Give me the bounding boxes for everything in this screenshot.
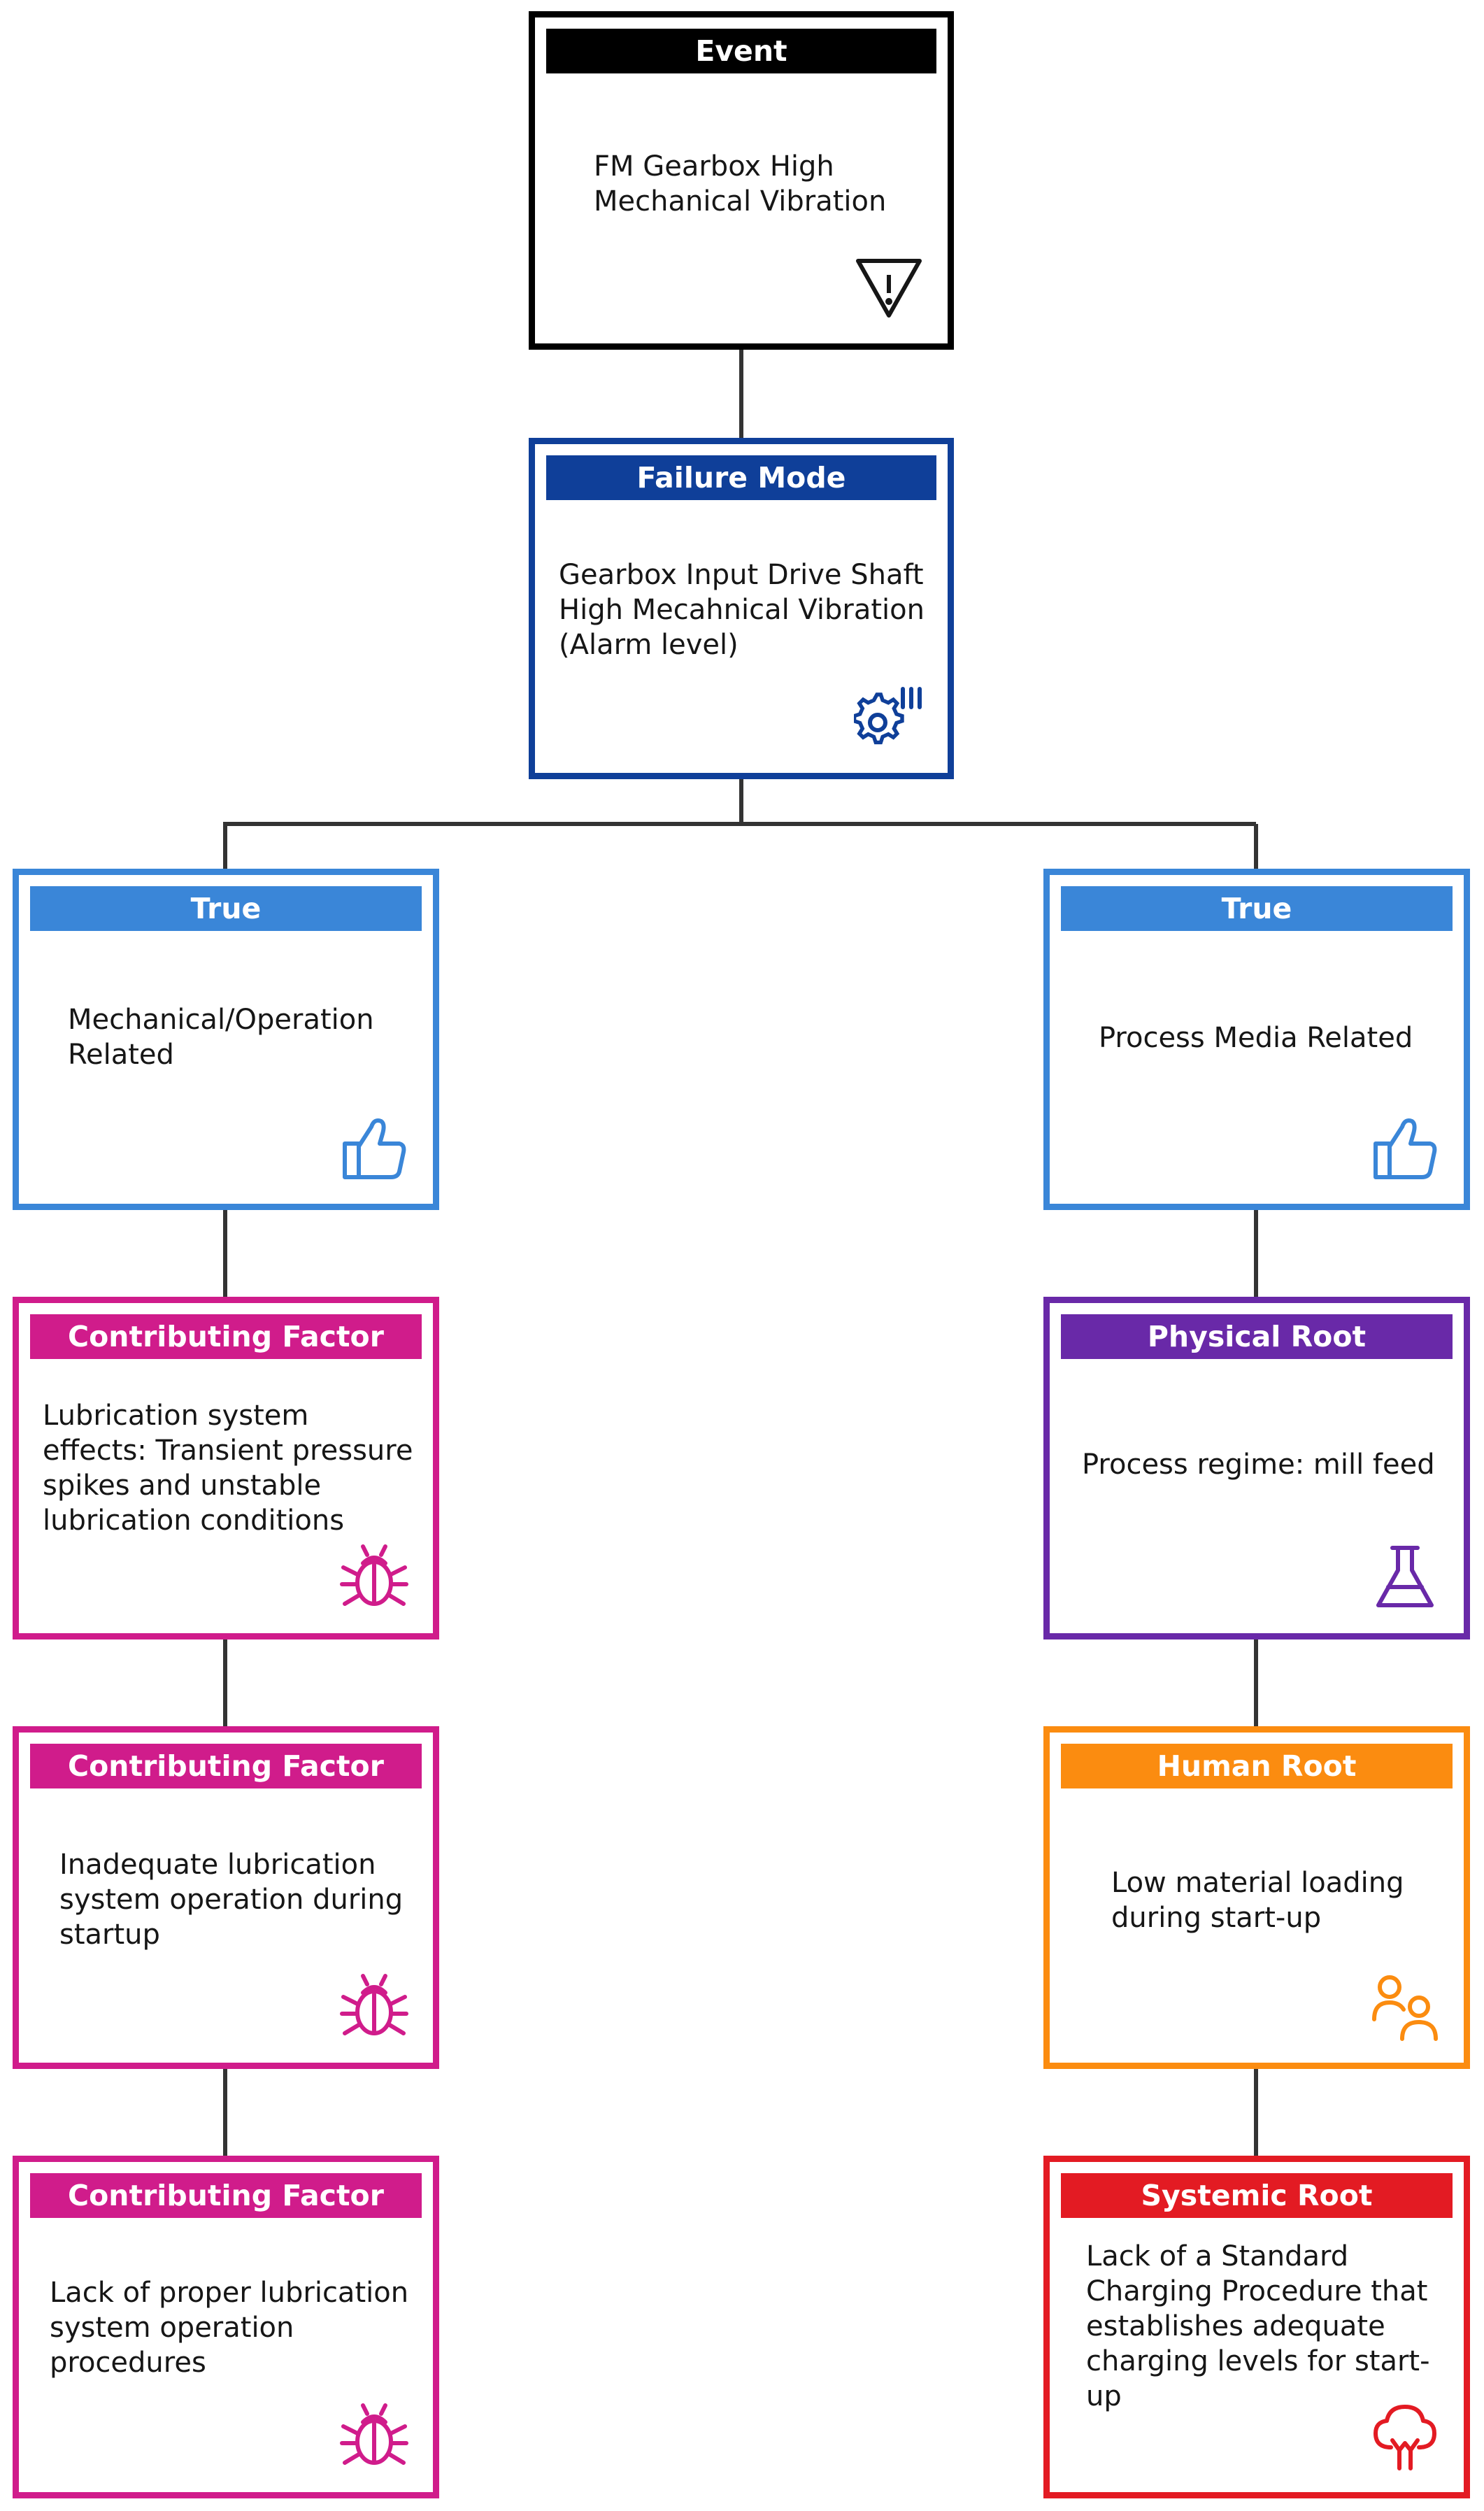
human-root-node: Human Root Low material loading during s… [1043,1726,1470,2069]
contributing-factor-node-2: Contributing Factor Inadequate lubricati… [13,1726,439,2069]
node-header: Physical Root [1061,1314,1453,1359]
node-header: True [30,886,422,931]
node-header: True [1061,886,1453,931]
contributing-factor-node-3: Contributing Factor Lack of proper lubri… [13,2156,439,2498]
node-text: Lubrication system effects: Transient pr… [43,1400,413,1537]
tree-icon [1370,2401,1440,2471]
event-node: Event FM Gearbox High Mechanical Vibrati… [529,11,954,350]
node-header: Contributing Factor [30,2173,422,2218]
node-text: Gearbox Input Drive Shaft High Mecahnica… [559,559,925,661]
node-header: Failure Mode [546,455,936,500]
node-text: Inadequate lubrication system operation … [59,1849,404,1951]
physical-root-node: Physical Root Process regime: mill feed [1043,1297,1470,1639]
systemic-root-node: Systemic Root Lack of a Standard Chargin… [1043,2156,1470,2498]
warning-triangle-icon [854,252,924,322]
bug-icon [339,2401,409,2471]
thumbs-up-icon [339,1113,409,1183]
node-text: FM Gearbox High Mechanical Vibration [594,150,887,218]
thumbs-up-icon [1370,1113,1440,1183]
node-header: Event [546,29,936,73]
true-left-node: True Mechanical/Operation Related [13,869,439,1210]
node-text: Process Media Related [1099,1022,1413,1054]
failure-mode-node: Failure Mode Gearbox Input Drive Shaft H… [529,438,954,779]
node-text: Mechanical/Operation Related [68,1004,374,1071]
contributing-factor-node-1: Contributing Factor Lubrication system e… [13,1297,439,1639]
node-text: Low material loading during start-up [1111,1867,1404,1934]
node-header: Contributing Factor [30,1744,422,1788]
node-header: Systemic Root [1061,2173,1453,2218]
bug-icon [339,1972,409,2042]
people-icon [1370,1972,1440,2042]
node-header: Contributing Factor [30,1314,422,1359]
flask-icon [1370,1542,1440,1612]
node-text: Lack of proper lubrication system operat… [50,2277,409,2379]
node-text: Lack of a Standard Charging Procedure th… [1086,2240,1430,2412]
bug-icon [339,1542,409,1612]
node-text: Process regime: mill feed [1082,1449,1435,1481]
gear-vibration-icon [854,682,924,752]
node-header: Human Root [1061,1744,1453,1788]
true-right-node: True Process Media Related [1043,869,1470,1210]
